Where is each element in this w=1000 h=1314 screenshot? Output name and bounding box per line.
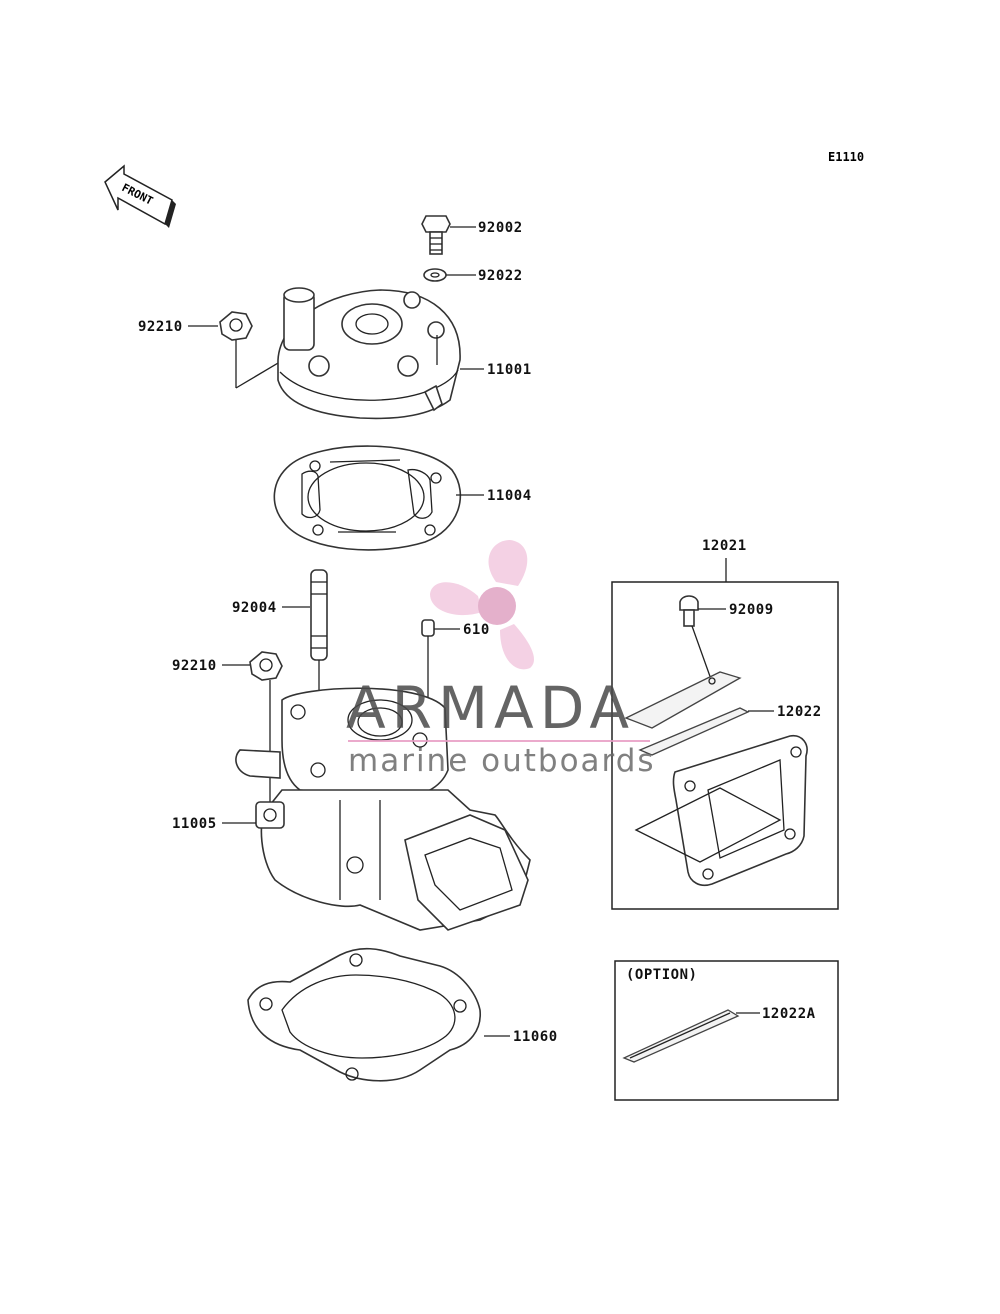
- cylinder-11005: [235, 687, 531, 931]
- label-11005: 11005: [172, 816, 217, 832]
- front-arrow-icon: FRONT: [104, 164, 176, 228]
- label-92210-mid: 92210: [172, 658, 217, 674]
- nut-92210-top-icon: [219, 311, 253, 341]
- label-12021: 12021: [702, 538, 747, 554]
- option-box: [614, 960, 839, 1101]
- label-11001: 11001: [487, 362, 532, 378]
- dowel-pin-610-icon: [421, 619, 435, 637]
- screw-92009-icon: [679, 595, 699, 627]
- watermark-tagline: marine outboards: [348, 743, 656, 779]
- label-610: 610: [463, 622, 490, 638]
- nut-92210-mid-icon: [249, 651, 283, 681]
- label-92022: 92022: [478, 268, 523, 284]
- label-12022: 12022: [777, 704, 822, 720]
- washer-92022-icon: [423, 268, 447, 282]
- diagram-code: E1110: [828, 150, 864, 164]
- label-12022A: 12022A: [762, 1006, 816, 1022]
- option-label: (OPTION): [626, 967, 697, 983]
- propeller-logo-icon: [430, 540, 535, 670]
- reed-petal-12022A: [622, 1009, 740, 1063]
- stud-92004-icon: [310, 569, 328, 661]
- label-92210-top: 92210: [138, 319, 183, 335]
- label-92004: 92004: [232, 600, 277, 616]
- reed-block: [634, 734, 808, 887]
- armada-watermark: ARMADA marine outboards: [346, 540, 656, 779]
- base-gasket-11060: [247, 947, 481, 1082]
- reed-petal-12022: [638, 707, 750, 756]
- head-gasket-11004: [273, 445, 462, 551]
- label-11060: 11060: [513, 1029, 558, 1045]
- bolt-92002-icon: [421, 215, 451, 255]
- watermark-brand: ARMADA: [346, 674, 635, 742]
- label-11004: 11004: [487, 488, 532, 504]
- reed-valve-kit-box: [611, 581, 839, 910]
- label-92009: 92009: [729, 602, 774, 618]
- label-92002: 92002: [478, 220, 523, 236]
- reed-stopper-12022: [624, 671, 742, 729]
- cylinder-head-11001: [277, 287, 461, 420]
